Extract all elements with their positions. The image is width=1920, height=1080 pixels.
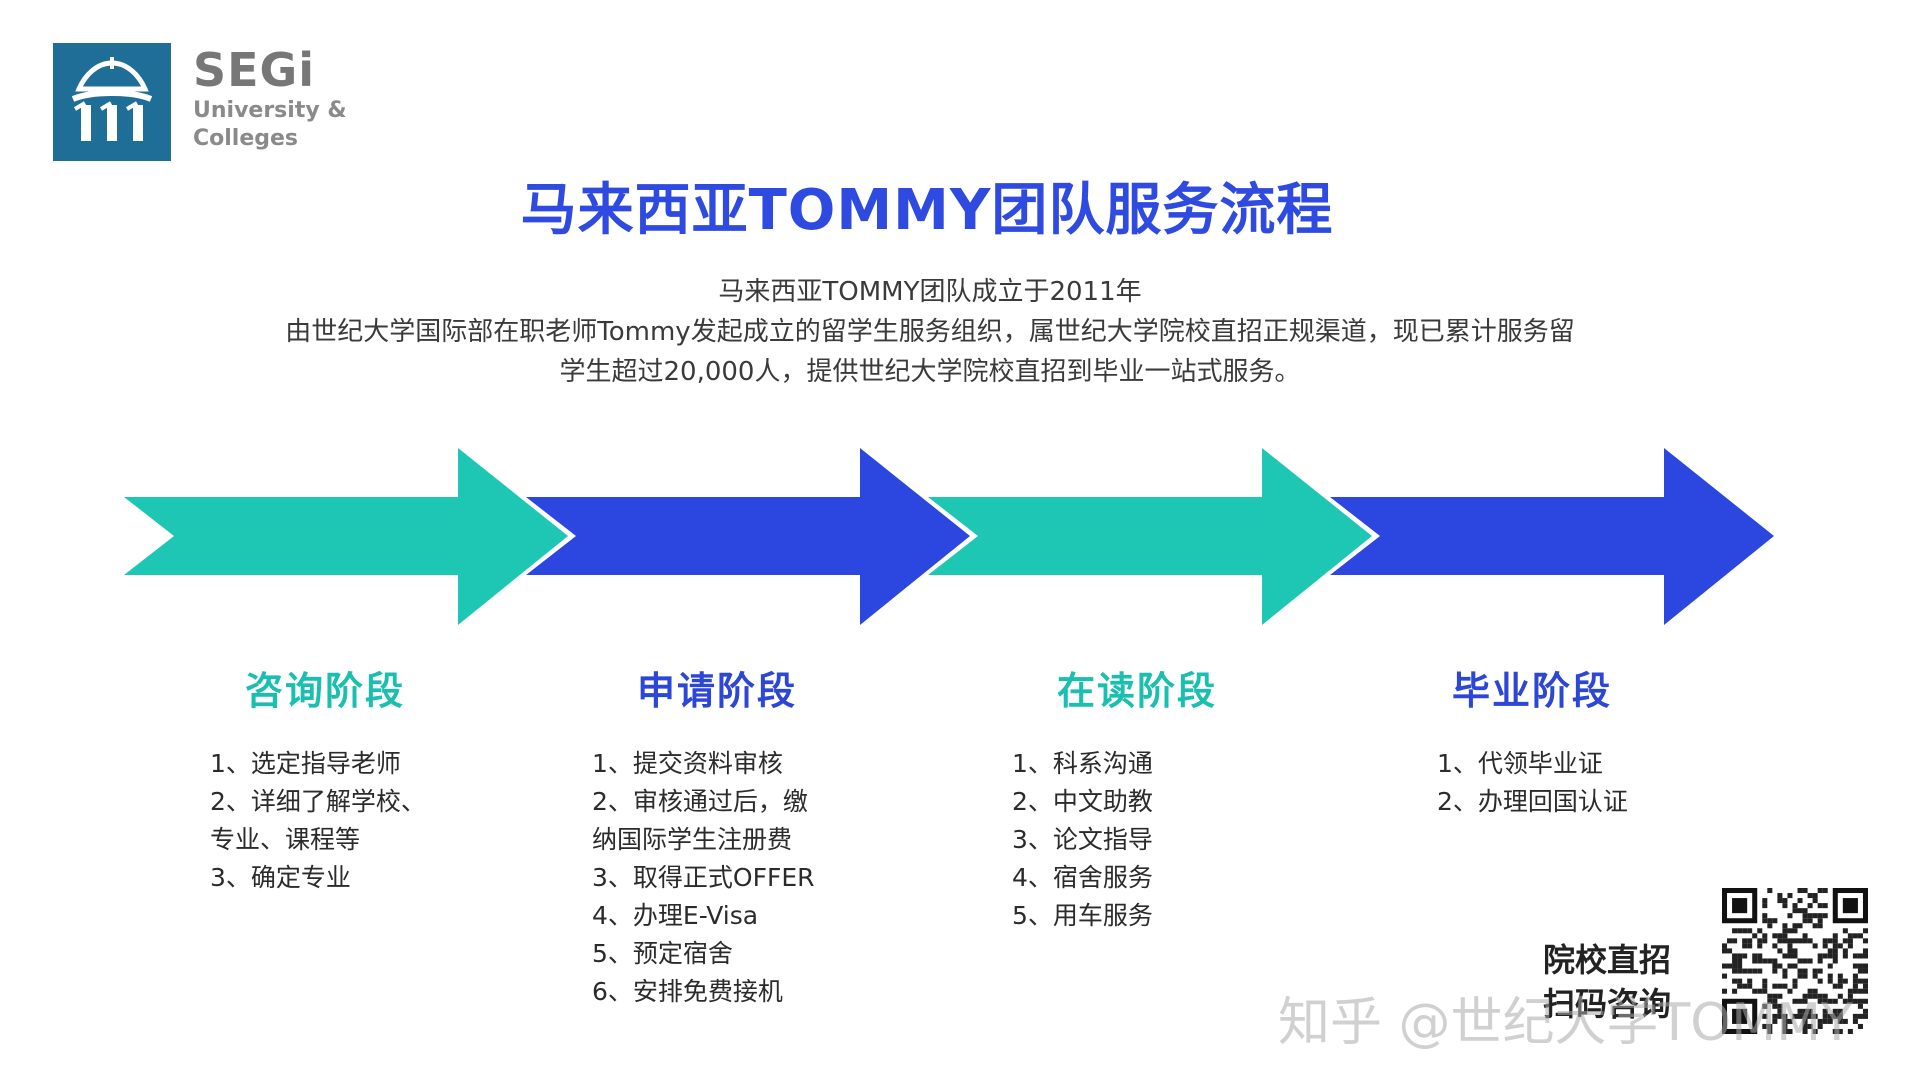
qr-label: 院校直招 扫码咨询 xyxy=(1543,938,1671,1026)
stage-consult: 咨询阶段 xyxy=(245,660,405,715)
qr-code-icon[interactable] xyxy=(1722,888,1868,1034)
list-item: 4、宿舍服务 xyxy=(1012,863,1153,892)
qr-label-line-2: 扫码咨询 xyxy=(1543,985,1672,1023)
list-item: 6、安排免费接机 xyxy=(592,977,783,1006)
list-item: 2、审核通过后，缴 xyxy=(592,787,808,816)
list-item: 1、科系沟通 xyxy=(1012,749,1153,778)
list-item: 1、代领毕业证 xyxy=(1437,749,1603,778)
logo-text: SEGi University & Colleges xyxy=(193,43,347,153)
arrow-consult xyxy=(124,448,568,625)
qr-label-line-1: 院校直招 xyxy=(1543,941,1672,979)
list-item: 2、中文助教 xyxy=(1012,787,1153,816)
arrow-graduate xyxy=(1330,448,1774,625)
process-arrows xyxy=(124,448,1774,625)
stage-apply-title: 申请阶段 xyxy=(637,669,798,713)
segi-emblem-icon xyxy=(53,43,171,161)
logo-subtitle-1: University & xyxy=(193,98,347,123)
list-item: 纳国际学生注册费 xyxy=(592,825,793,854)
list-item: 3、论文指导 xyxy=(1012,825,1153,854)
logo-brand: SEGi xyxy=(193,43,316,97)
stage-apply: 申请阶段 xyxy=(637,660,797,715)
list-item: 专业、课程等 xyxy=(210,825,361,854)
list-item: 4、办理E-Visa xyxy=(592,901,759,930)
stage-consult-items: 1、选定指导老师 2、详细了解学校、 专业、课程等 3、确定专业 xyxy=(210,745,426,897)
list-item: 5、用车服务 xyxy=(1012,901,1153,930)
stage-apply-items: 1、提交资料审核 2、审核通过后，缴 纳国际学生注册费 3、取得正式OFFER … xyxy=(592,745,815,1011)
intro-line-3: 学生超过20,000人，提供世纪大学院校直招到毕业一站式服务。 xyxy=(559,357,1301,387)
page-title: 马来西亚TOMMY团队服务流程 xyxy=(520,178,1334,243)
list-item: 3、确定专业 xyxy=(210,863,351,892)
list-item: 2、办理回国认证 xyxy=(1437,787,1628,816)
intro-text: 马来西亚TOMMY团队成立于2011年 由世纪大学国际部在职老师Tommy发起成… xyxy=(180,272,1680,392)
segi-logo: SEGi University & Colleges xyxy=(53,43,347,161)
stage-graduate: 毕业阶段 xyxy=(1452,660,1612,715)
stage-graduate-title: 毕业阶段 xyxy=(1452,669,1613,713)
list-item: 3、取得正式OFFER xyxy=(592,863,815,892)
logo-subtitle-2: Colleges xyxy=(193,126,299,151)
zhihu-watermark: 知乎 @世纪大学TOMMY xyxy=(1278,993,1853,1053)
stage-consult-title: 咨询阶段 xyxy=(245,669,406,713)
stage-graduate-items: 1、代领毕业证 2、办理回国认证 xyxy=(1437,745,1628,821)
list-item: 2、详细了解学校、 xyxy=(210,787,426,816)
intro-line-2: 由世纪大学国际部在职老师Tommy发起成立的留学生服务组织，属世纪大学院校直招正… xyxy=(285,317,1575,347)
intro-line-1: 马来西亚TOMMY团队成立于2011年 xyxy=(718,277,1142,307)
list-item: 1、选定指导老师 xyxy=(210,749,401,778)
list-item: 5、预定宿舍 xyxy=(592,939,733,968)
arrow-apply xyxy=(526,448,970,625)
list-item: 1、提交资料审核 xyxy=(592,749,783,778)
stage-study: 在读阶段 xyxy=(1057,660,1217,715)
stage-study-title: 在读阶段 xyxy=(1057,669,1218,713)
stage-study-items: 1、科系沟通 2、中文助教 3、论文指导 4、宿舍服务 5、用车服务 xyxy=(1012,745,1153,935)
arrow-study xyxy=(928,448,1372,625)
